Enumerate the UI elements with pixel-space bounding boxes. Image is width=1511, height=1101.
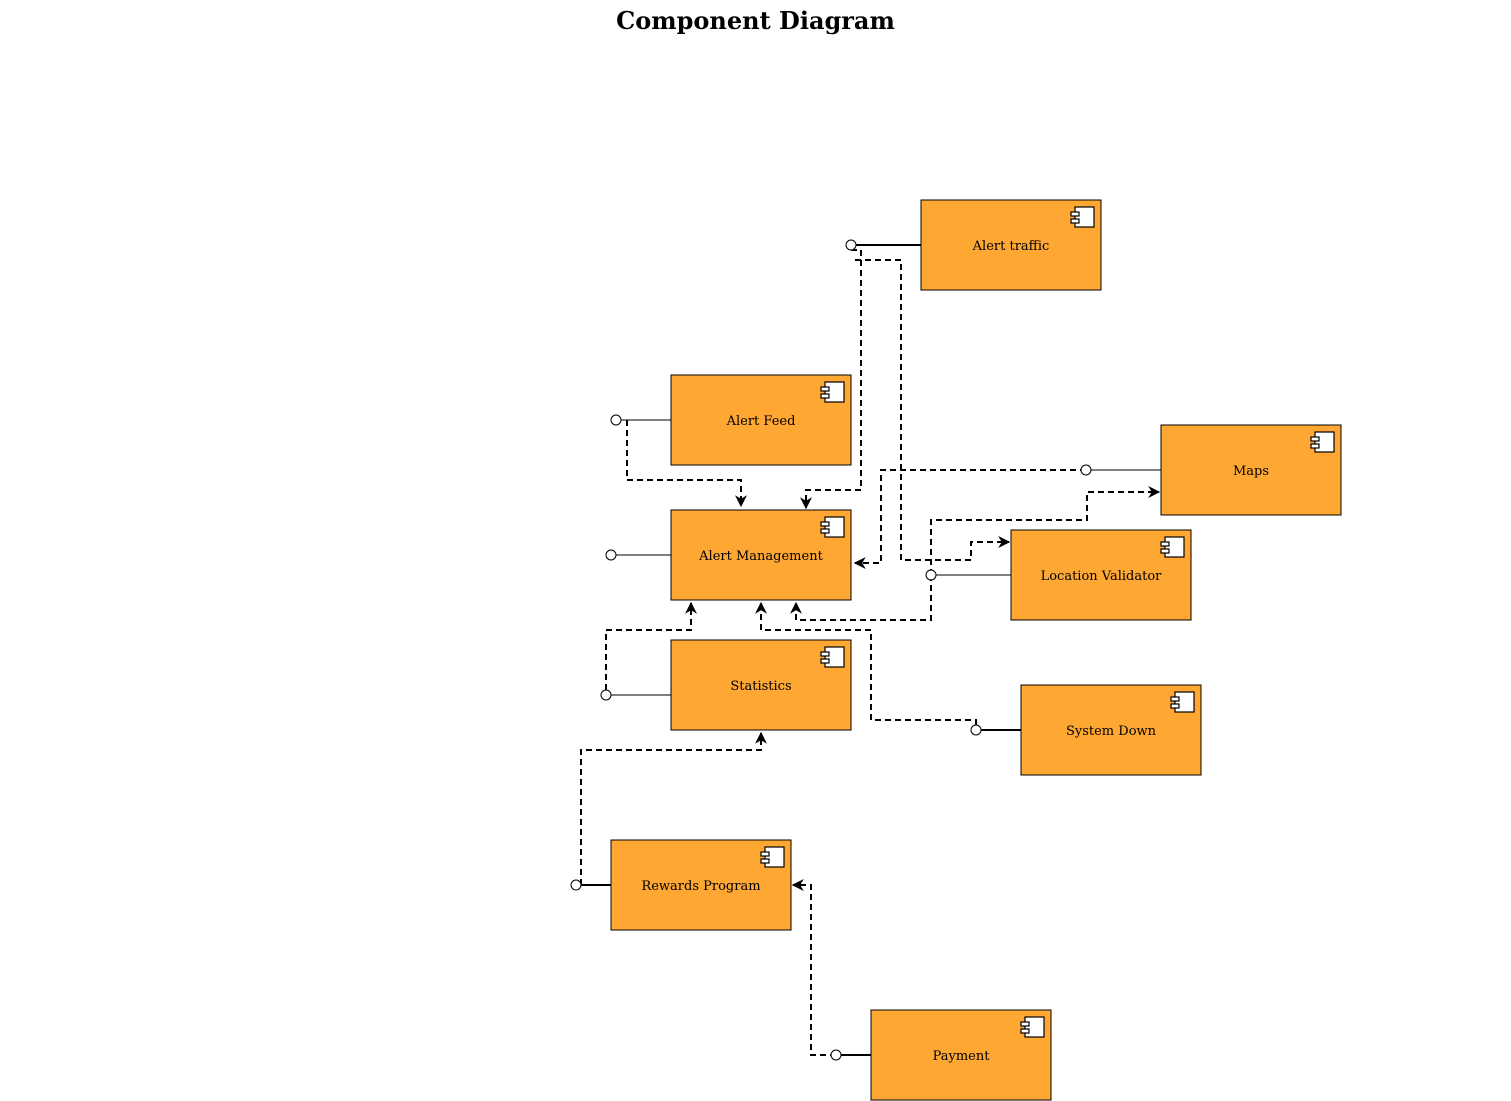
statistics-interface-port[interactable] xyxy=(600,689,612,701)
dependency-alert-traffic-to-location-validator xyxy=(855,259,1011,561)
dependency-statistics-to-alert-management xyxy=(605,601,697,690)
component-icon xyxy=(1160,536,1185,558)
component-icon xyxy=(760,846,785,868)
dependency-system-down-to-alert-management xyxy=(755,601,977,725)
rewards-program-interface-port[interactable] xyxy=(570,879,582,891)
component-alert-management[interactable]: Alert Management xyxy=(670,509,852,601)
system-down-label: System Down xyxy=(1066,724,1157,739)
alert-traffic-interface-port[interactable] xyxy=(845,239,857,251)
alert-traffic-label: Alert traffic xyxy=(972,239,1050,254)
component-maps[interactable]: Maps xyxy=(1160,424,1342,516)
component-icon xyxy=(820,516,845,538)
payment-interface-port[interactable] xyxy=(830,1049,842,1061)
dependency-alert-traffic-to-alert-management xyxy=(800,249,862,510)
dependency-payment-to-rewards-program xyxy=(791,879,836,1056)
component-icon xyxy=(1070,206,1095,228)
component-statistics[interactable]: Statistics xyxy=(670,639,852,731)
rewards-program-label: Rewards Program xyxy=(641,879,760,894)
component-icon xyxy=(1310,431,1335,453)
alert-management-interface-port[interactable] xyxy=(605,549,617,561)
alert-feed-label: Alert Feed xyxy=(726,414,796,429)
component-rewards-program[interactable]: Rewards Program xyxy=(610,839,792,931)
component-location-validator[interactable]: Location Validator xyxy=(1010,529,1192,621)
system-down-interface-port[interactable] xyxy=(970,724,982,736)
maps-interface-port[interactable] xyxy=(1080,464,1092,476)
maps-label: Maps xyxy=(1233,464,1269,479)
component-icon xyxy=(820,381,845,403)
alert-management-label: Alert Management xyxy=(698,549,823,564)
dependency-rewards-program-to-statistics xyxy=(580,731,767,885)
dependency-maps-to-alert-management xyxy=(853,469,1086,569)
component-icon xyxy=(820,646,845,668)
component-icon xyxy=(1170,691,1195,713)
statistics-label: Statistics xyxy=(730,679,791,694)
component-payment[interactable]: Payment xyxy=(870,1009,1052,1101)
component-alert-feed[interactable]: Alert Feed xyxy=(670,374,852,466)
location-validator-interface-port[interactable] xyxy=(925,569,937,581)
dependency-alert-feed-to-alert-management xyxy=(626,420,747,508)
payment-label: Payment xyxy=(933,1049,991,1064)
component-alert-traffic[interactable]: Alert traffic xyxy=(920,199,1102,291)
dependency-location-validator-to-alert-management xyxy=(790,575,932,621)
dependency-location-validator-to-maps xyxy=(930,486,1161,575)
page-title: Component Diagram xyxy=(616,6,895,35)
component-system-down[interactable]: System Down xyxy=(1020,684,1202,776)
location-validator-label: Location Validator xyxy=(1041,569,1163,584)
alert-feed-interface-port[interactable] xyxy=(610,414,622,426)
component-icon xyxy=(1020,1016,1045,1038)
